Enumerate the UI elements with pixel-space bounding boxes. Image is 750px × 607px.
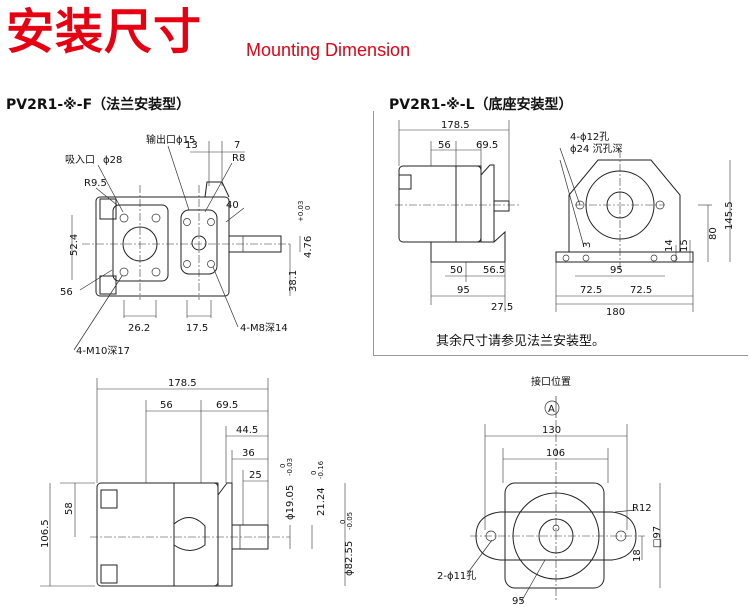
side-dim-69-5: 69.5 xyxy=(216,400,238,411)
side-dim-25: 25 xyxy=(249,470,262,481)
outlet-diameter: ϕ15 xyxy=(176,135,195,146)
shaft-tol-lo: -0.03 xyxy=(286,458,294,476)
front-dim-r12: R12 xyxy=(632,503,652,514)
front-dim-18: 18 xyxy=(632,549,643,562)
side-dim-36: 36 xyxy=(242,448,255,459)
side-dim-178-5: 178.5 xyxy=(168,378,197,389)
title-english: Mounting Dimension xyxy=(246,40,411,60)
front-dim-95: 95 xyxy=(512,596,525,607)
dim-r9-5: R9.5 xyxy=(84,178,107,189)
side-dim-106-5: 106.5 xyxy=(40,519,51,548)
port-position-label: 接口位置 xyxy=(531,375,571,388)
outlet-label: 输出口 xyxy=(146,133,176,146)
foot-dim-180: 180 xyxy=(606,307,625,318)
dim-26-2: 26.2 xyxy=(128,323,150,334)
dim-4-76-tol-lo: 0 xyxy=(304,206,312,210)
dim-40: 40 xyxy=(226,200,239,211)
foot-dim-27-5: 27.5 xyxy=(491,302,513,313)
foot-note: 其余尺寸请参见法兰安装型。 xyxy=(436,334,606,349)
front-drawing: 接口位置 A 130 106 R12 18 □97 2-ϕ11孔 95 xyxy=(437,375,663,607)
foot-dim-69-5: 69.5 xyxy=(476,140,498,151)
foot-counterbore-note: ϕ24 沉孔深 xyxy=(570,142,623,155)
key-tol-lo: -0.16 xyxy=(317,460,325,479)
foot-type-label: PV2R1-※-L（底座安装型） xyxy=(389,97,573,113)
foot-front-drawing: 4-ϕ12孔 ϕ24 沉孔深 145.5 3 14 15 80 95 72.5 … xyxy=(555,131,735,318)
key-dim: 21.24 xyxy=(316,487,327,516)
foot-hole-note: 4-ϕ12孔 xyxy=(570,131,609,143)
foot-dim-15: 15 xyxy=(679,239,690,252)
front-dim-130: 130 xyxy=(542,425,561,436)
shaft-diameter: ϕ19.05 xyxy=(285,485,296,520)
foot-dim-50: 50 xyxy=(450,265,463,276)
foot-dim-95b: 95 xyxy=(457,285,470,296)
inlet-label: 吸入口 xyxy=(65,155,95,166)
foot-dim-56: 56 xyxy=(438,140,451,151)
key-tol-up: 0 xyxy=(310,471,318,475)
dim-56: 56 xyxy=(60,287,73,298)
foot-dim-72-5b: 72.5 xyxy=(630,285,652,296)
flange-type-label: PV2R1-※-F（法兰安装型） xyxy=(6,97,191,113)
dim-17-5: 17.5 xyxy=(186,323,208,334)
foot-dim-145-5: 145.5 xyxy=(724,201,735,230)
foot-side-drawing: 178.5 56 69.5 50 56.5 95 27.5 xyxy=(395,120,520,313)
front-dim-square-97: □97 xyxy=(652,526,663,548)
dim-38-1: 38.1 xyxy=(288,270,299,292)
side-dim-44-5: 44.5 xyxy=(236,425,258,436)
pilot-diameter: ϕ82.55 xyxy=(344,541,355,576)
dim-52-4: 52.4 xyxy=(69,234,80,256)
front-dim-106: 106 xyxy=(546,448,565,459)
foot-dim-56-5: 56.5 xyxy=(483,265,505,276)
foot-dim-95a: 95 xyxy=(610,265,623,276)
shaft-tol-up: 0 xyxy=(279,464,287,468)
pilot-tol-lo: -0.05 xyxy=(346,512,354,530)
inlet-diameter: ϕ28 xyxy=(103,155,122,166)
dim-7: 7 xyxy=(234,140,240,151)
title-chinese: 安装尺寸 xyxy=(6,4,203,60)
side-drawing: 178.5 56 69.5 44.5 36 25 58 106.5 ϕ19.05… xyxy=(40,378,355,587)
dim-4-76: 4.76 xyxy=(303,236,314,258)
side-dim-58: 58 xyxy=(64,502,75,515)
side-dim-56: 56 xyxy=(160,400,173,411)
foot-dim-14: 14 xyxy=(664,239,675,252)
foot-dim-72-5a: 72.5 xyxy=(580,285,602,296)
foot-section-frame xyxy=(373,111,748,356)
m10-thread-note: 4-M10深17 xyxy=(76,345,130,357)
foot-dim-80: 80 xyxy=(708,227,719,240)
dim-13: 13 xyxy=(185,140,198,151)
dim-r8: R8 xyxy=(232,153,245,164)
m8-thread-note: 4-M8深14 xyxy=(240,322,288,334)
foot-dim-178-5: 178.5 xyxy=(441,120,470,131)
port-marker: A xyxy=(548,404,555,415)
flange-drawing: 输出口 ϕ15 吸入口 ϕ28 13 7 R8 R9.5 40 52.4 56 … xyxy=(60,133,314,357)
front-holes-note: 2-ϕ11孔 xyxy=(437,570,476,582)
foot-dim-3: 3 xyxy=(582,242,593,248)
dim-4-76-tol-up: +0.03 xyxy=(297,201,305,222)
pilot-tol-up: 0 xyxy=(339,520,347,524)
